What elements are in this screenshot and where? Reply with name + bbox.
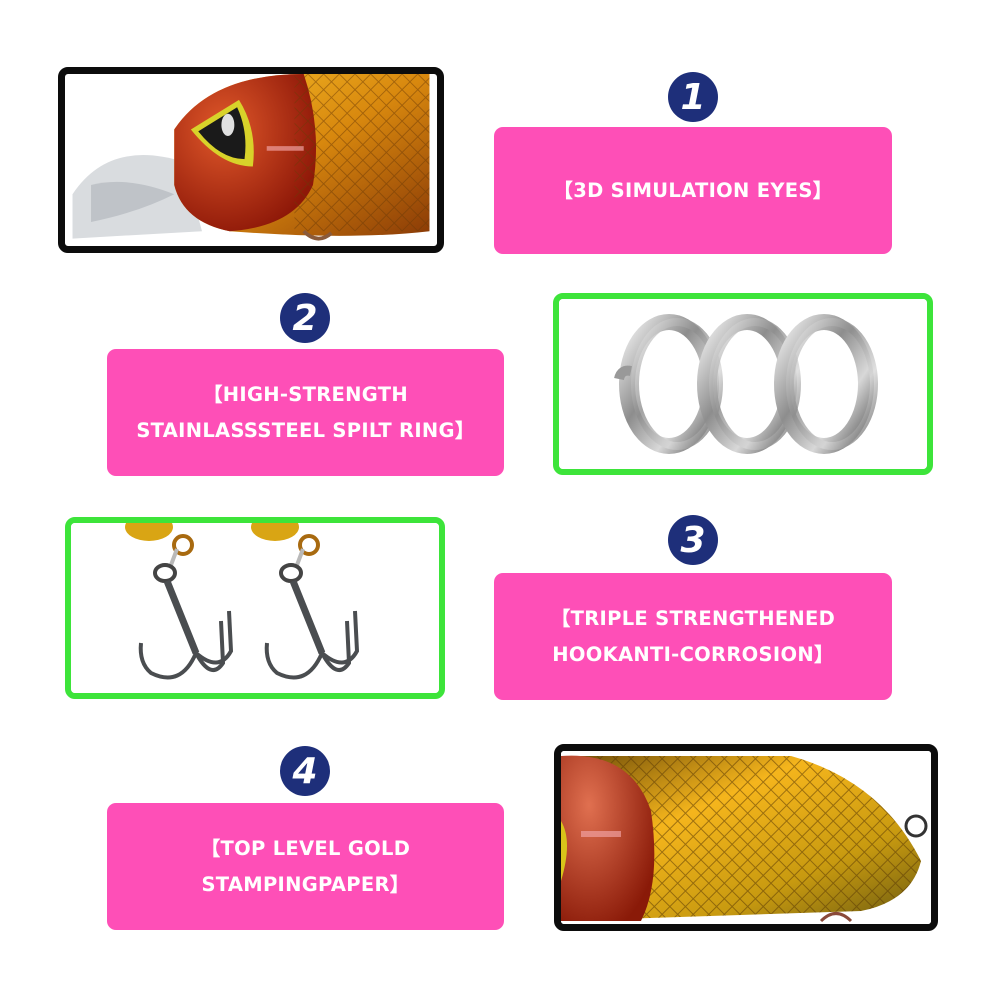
feature-number: 3 [680, 519, 706, 561]
treble-hooks-image [71, 523, 439, 693]
feature-label-text-line1: 【TRIPLE STRENGTHENED [550, 606, 836, 630]
feature-label-3d-eyes: 【3D SIMULATION EYES】 [494, 127, 892, 254]
lure-body-image-panel [554, 744, 938, 931]
feature-label-text-line1: 【HIGH-STRENGTH [203, 382, 408, 406]
feature-number: 2 [292, 297, 318, 339]
feature-label-text-line2: STAMPINGPAPER】 [201, 872, 410, 896]
hook-1 [125, 523, 234, 680]
split-rings-image [559, 299, 927, 469]
feature-number-badge-4: 4 [280, 746, 330, 796]
lure-head-eye-image [72, 74, 430, 246]
feature-number-badge-2: 2 [280, 293, 330, 343]
lure-body-scales-image [561, 751, 931, 924]
lure-eye-image-panel [58, 67, 444, 253]
feature-number-badge-3: 3 [668, 515, 718, 565]
feature-label-text-line2: STAINLASSSTEEL SPILT RING】 [136, 418, 475, 442]
treble-hooks-image-panel [65, 517, 445, 699]
feature-label-text-line2: HOOKANTI-CORROSION】 [552, 642, 834, 666]
feature-label-text-line1: 【TOP LEVEL GOLD [200, 836, 411, 860]
feature-label-gold-stamping: 【TOP LEVEL GOLD STAMPINGPAPER】 [107, 803, 504, 930]
hook-2 [251, 523, 360, 680]
split-rings-image-panel [553, 293, 933, 475]
feature-label-treble-hook: 【TRIPLE STRENGTHENED HOOKANTI-CORROSION】 [494, 573, 892, 700]
feature-number: 1 [680, 76, 706, 118]
feature-label-split-ring: 【HIGH-STRENGTH STAINLASSSTEEL SPILT RING… [107, 349, 504, 476]
feature-number: 4 [292, 750, 318, 792]
feature-label-text: 【3D SIMULATION EYES】 [553, 178, 833, 202]
feature-number-badge-1: 1 [668, 72, 718, 122]
